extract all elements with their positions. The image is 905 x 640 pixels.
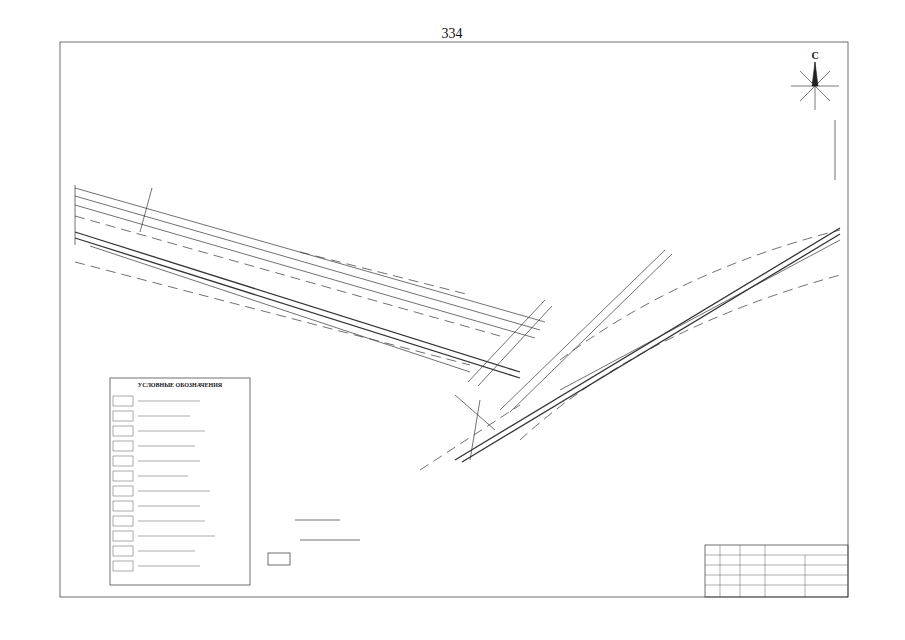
- page-number: 334: [442, 26, 463, 41]
- north-letter: С: [811, 50, 818, 61]
- sheet-frame: [60, 42, 848, 597]
- legend-box: [110, 378, 250, 585]
- legend-title: УСЛОВНЫЕ ОБОЗНАЧЕНИЯ: [138, 382, 222, 389]
- title-block: [705, 545, 848, 597]
- north-arrow: [791, 62, 839, 110]
